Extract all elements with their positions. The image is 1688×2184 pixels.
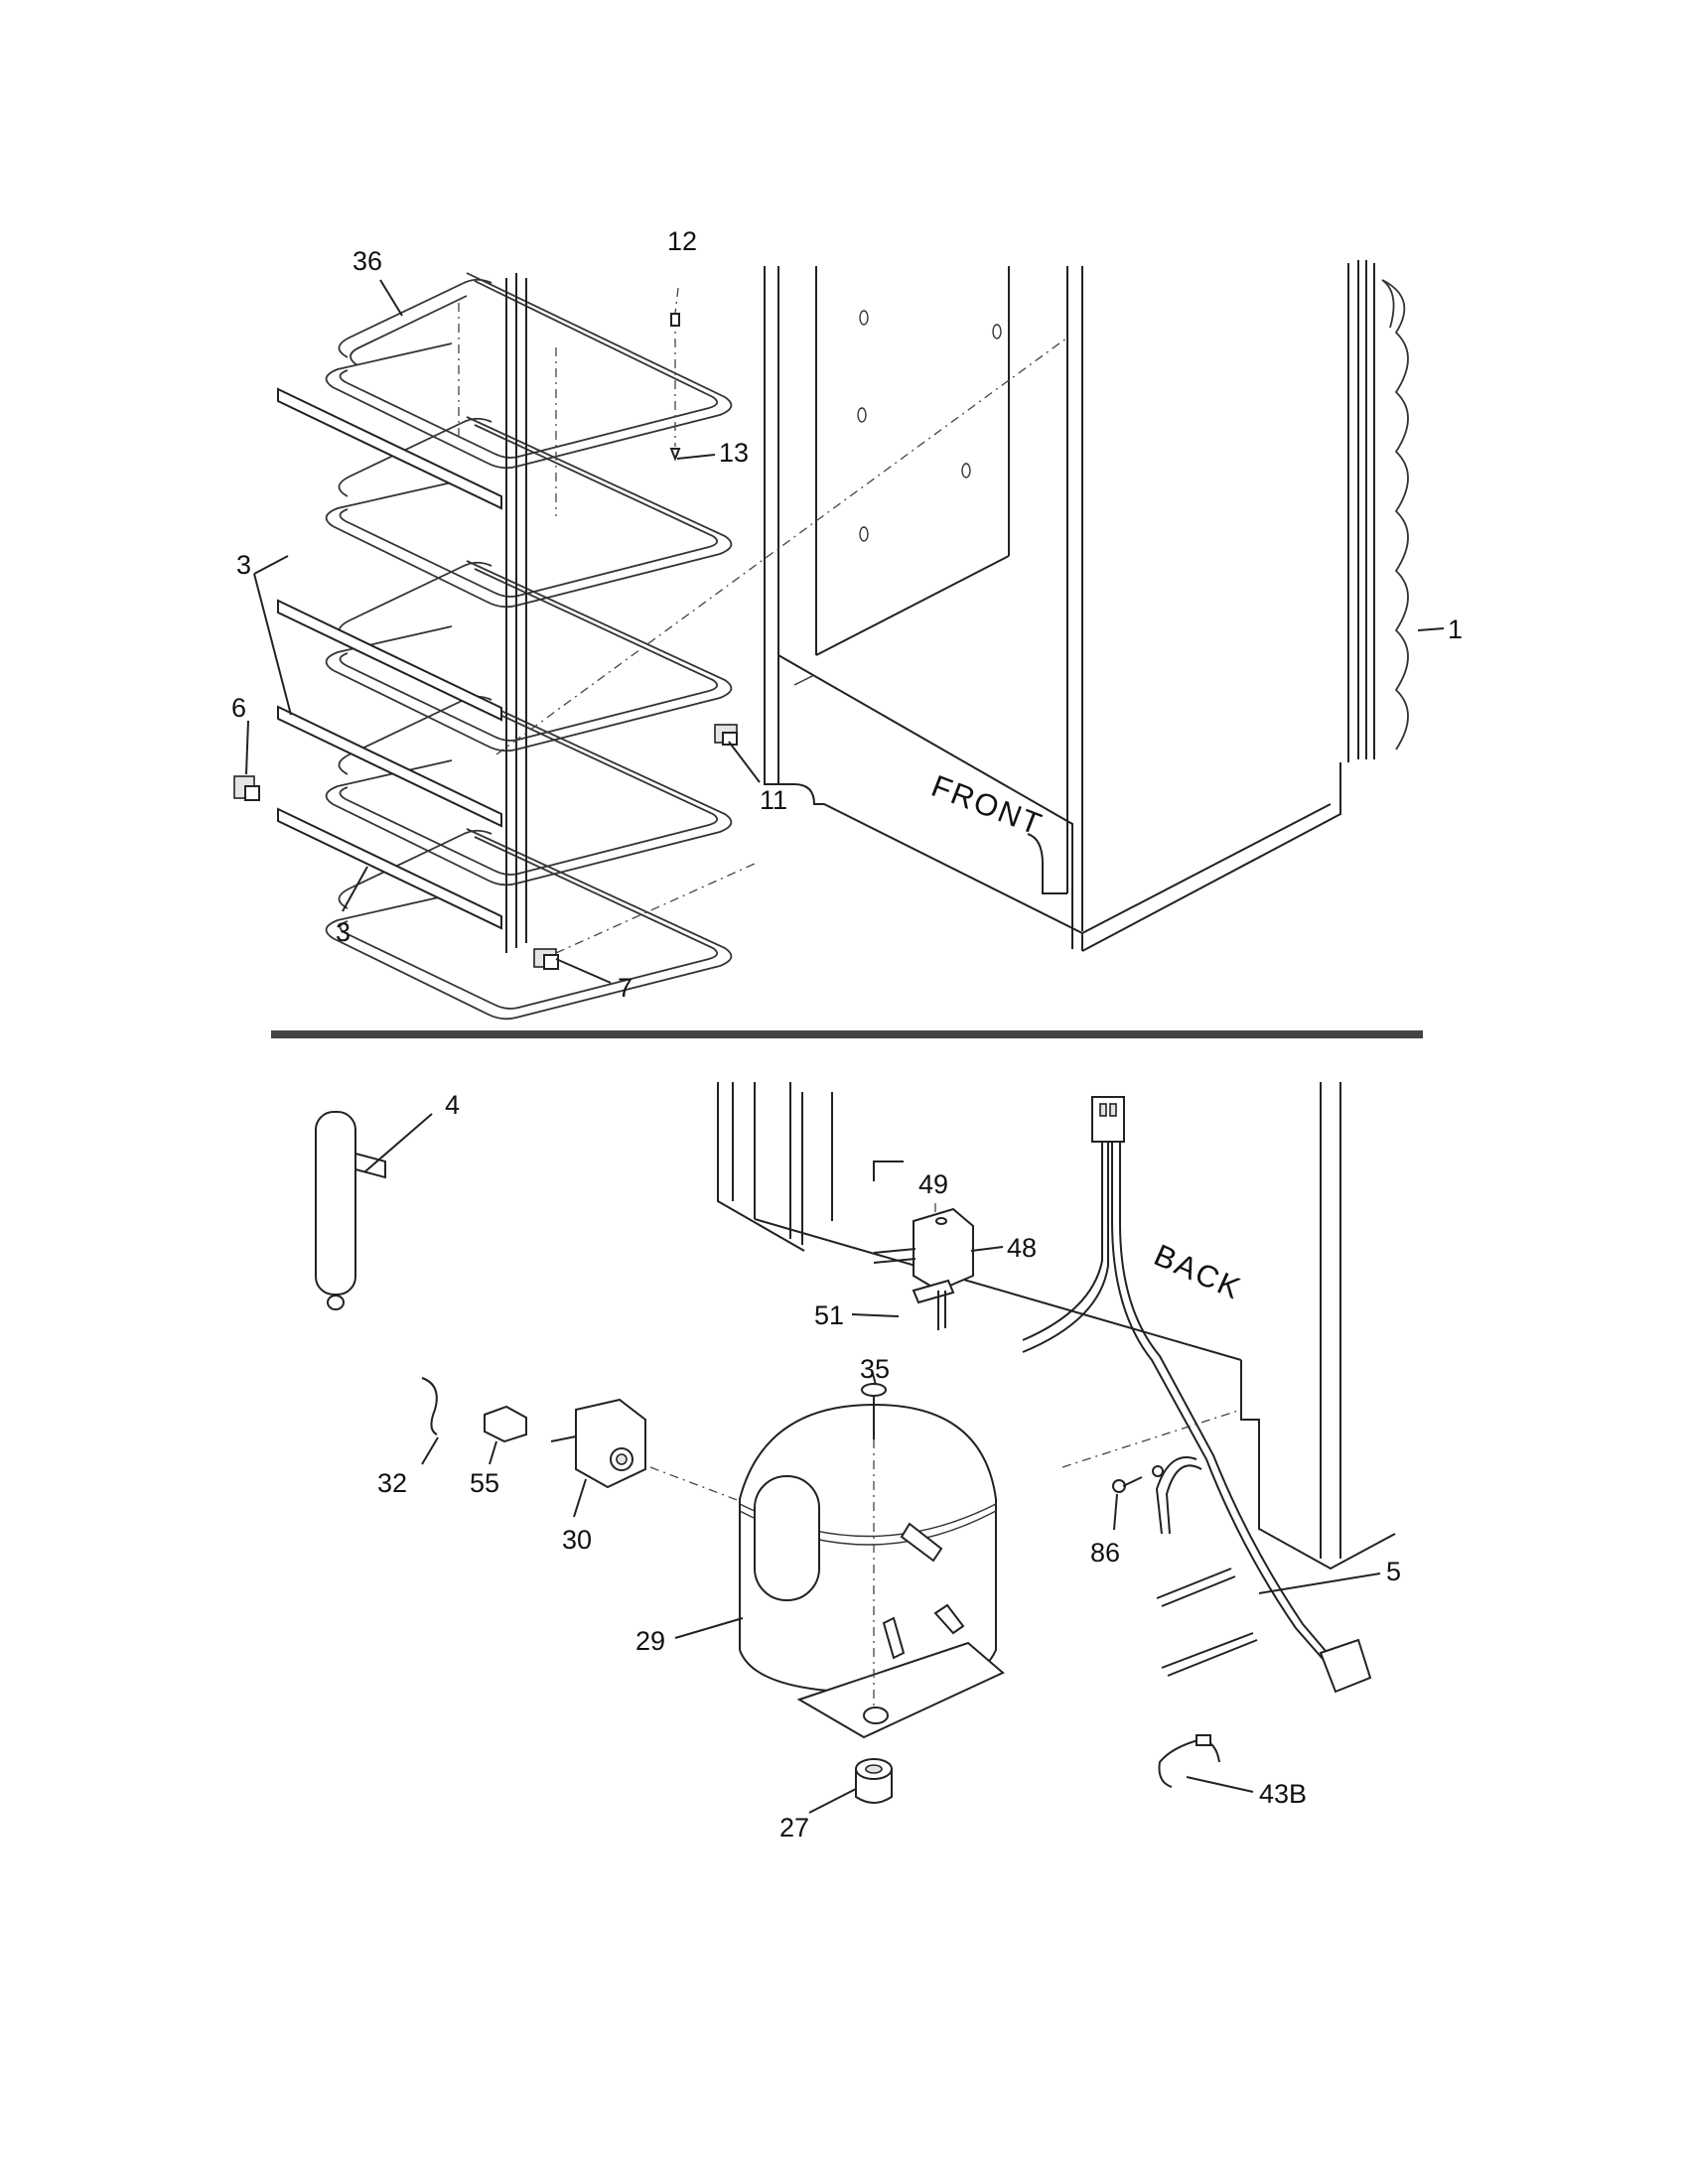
label-part-13: 13 bbox=[719, 438, 749, 468]
shelf-rails bbox=[277, 387, 502, 930]
evaporator-coil-rack bbox=[325, 272, 733, 1021]
label-part-48: 48 bbox=[1007, 1233, 1037, 1263]
label-part-30: 30 bbox=[562, 1525, 592, 1555]
label-part-5: 5 bbox=[1386, 1557, 1401, 1586]
compressor-29 bbox=[649, 1383, 1005, 1739]
power-cord bbox=[1022, 1096, 1372, 1694]
label-part-49: 49 bbox=[918, 1169, 948, 1199]
clip-11 bbox=[714, 724, 738, 746]
section-divider bbox=[271, 1030, 1423, 1038]
label-part-51: 51 bbox=[814, 1300, 844, 1330]
clip-6 bbox=[233, 775, 260, 801]
filter-drier bbox=[315, 1111, 386, 1310]
label-part-7: 7 bbox=[618, 973, 633, 1003]
clip-43b bbox=[1158, 1737, 1220, 1788]
grommet-27 bbox=[855, 1758, 893, 1804]
label-part-3-top: 3 bbox=[236, 550, 251, 580]
screw-13 bbox=[669, 448, 681, 462]
label-part-3-bottom: 3 bbox=[336, 917, 351, 947]
label-part-43b: 43B bbox=[1259, 1779, 1307, 1809]
label-part-36: 36 bbox=[352, 246, 382, 276]
cabinet-back bbox=[717, 1082, 1396, 1570]
clip-43b-tab bbox=[1196, 1734, 1211, 1746]
label-part-1: 1 bbox=[1448, 614, 1463, 644]
overload-30 bbox=[550, 1398, 646, 1489]
label-part-11: 11 bbox=[760, 785, 787, 815]
label-part-6: 6 bbox=[231, 693, 246, 723]
condenser-coil bbox=[1347, 260, 1409, 762]
label-part-27: 27 bbox=[779, 1813, 809, 1843]
label-back: BACK bbox=[1149, 1237, 1247, 1306]
label-part-32: 32 bbox=[377, 1468, 407, 1498]
label-part-29: 29 bbox=[635, 1626, 665, 1656]
label-part-55: 55 bbox=[470, 1468, 499, 1498]
clip-7 bbox=[533, 948, 559, 970]
screw-86 bbox=[1112, 1465, 1164, 1493]
label-part-4: 4 bbox=[445, 1090, 460, 1120]
screw-12 bbox=[670, 313, 680, 327]
leader-lines bbox=[245, 279, 1445, 1814]
valve-assembly bbox=[873, 1207, 974, 1330]
label-part-86: 86 bbox=[1090, 1538, 1120, 1568]
label-part-12: 12 bbox=[667, 226, 697, 256]
label-part-35: 35 bbox=[860, 1354, 890, 1384]
cabinet-outline bbox=[495, 266, 1341, 954]
relay-55 bbox=[484, 1405, 527, 1443]
clip-32 bbox=[421, 1377, 438, 1435]
label-front: FRONT bbox=[926, 768, 1048, 843]
